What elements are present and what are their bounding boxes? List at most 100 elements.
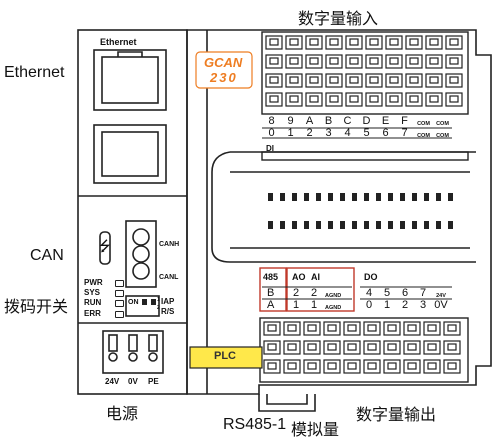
- ao-header: AO: [292, 272, 306, 282]
- di-bottom-label-9: COM: [436, 133, 449, 139]
- do-terminal-clamp: [343, 359, 361, 374]
- do-bottom-label-4: 0V: [434, 299, 448, 311]
- ethernet-label: Ethernet: [4, 64, 65, 81]
- rs485-label: RS485-1: [223, 416, 287, 433]
- err-led: ERR: [84, 309, 124, 318]
- do-terminal-clamp: [423, 359, 441, 374]
- do-terminal-slot: [427, 362, 437, 370]
- do-terminal-clamp: [303, 340, 321, 355]
- di-top-label-7: F: [401, 115, 408, 127]
- di-terminal-clamp: [325, 92, 343, 107]
- di-terminal-slot: [369, 57, 379, 65]
- do-terminal-slot: [287, 324, 297, 332]
- rs485-a: A: [267, 299, 275, 311]
- do-terminal-clamp: [263, 321, 281, 336]
- dip-on-label: ON: [128, 299, 139, 306]
- io-led-indicator: [448, 221, 453, 229]
- do-terminal-slot: [407, 343, 417, 351]
- ai-2: 2: [311, 287, 318, 299]
- di-terminal-clamp: [345, 92, 363, 107]
- model-text: 230: [210, 70, 238, 85]
- di-terminal-clamp: [325, 54, 343, 69]
- di-bottom-label-6: 6: [382, 127, 389, 139]
- di-top-label-5: D: [362, 115, 371, 127]
- di-terminal-clamp: [445, 54, 463, 69]
- ai-agnd-1: AGND: [325, 293, 342, 299]
- di-terminal-clamp: [385, 92, 403, 107]
- io-led-indicator: [436, 193, 441, 201]
- ai-header: AI: [311, 272, 320, 282]
- io-led-indicator: [292, 193, 297, 201]
- do-top-label-3: 7: [419, 287, 427, 299]
- do-terminal-clamp: [263, 340, 281, 355]
- di-terminal-slot: [269, 57, 279, 65]
- io-led-indicator: [364, 221, 369, 229]
- 24v-screw: [108, 352, 118, 362]
- can-label: CAN: [30, 247, 64, 264]
- di-terminal-slot: [329, 76, 339, 84]
- power-terminal-block: [102, 330, 164, 374]
- rs485-b: B: [267, 287, 275, 299]
- di-terminal-slot: [389, 38, 399, 46]
- di-tag: DI: [266, 144, 274, 153]
- do-terminal-slot: [267, 343, 277, 351]
- di-terminal-clamp: [285, 54, 303, 69]
- di-terminal-clamp: [425, 54, 443, 69]
- di-terminal-clamp: [285, 35, 303, 50]
- di-terminal-clamp: [385, 73, 403, 88]
- di-terminal-clamp: [425, 92, 443, 107]
- ao-2: 2: [293, 287, 300, 299]
- io-led-indicator: [268, 221, 273, 229]
- io-led-indicator: [388, 221, 393, 229]
- do-terminal-slot: [307, 362, 317, 370]
- do-terminal-clamp: [443, 359, 461, 374]
- di-terminal-clamp: [265, 92, 283, 107]
- io-led-indicator: [328, 221, 333, 229]
- do-terminal-slot: [427, 324, 437, 332]
- canl-label: CANL: [159, 274, 179, 281]
- do-terminal-clamp: [323, 359, 341, 374]
- power-label: 电源: [106, 406, 139, 423]
- di-terminal-slot: [269, 95, 279, 103]
- di-terminal-slot: [349, 38, 359, 46]
- io-led-indicator: [412, 193, 417, 201]
- di-top-label-0: 8: [268, 115, 275, 127]
- do-terminal-slot: [347, 324, 357, 332]
- do-terminal-slot: [307, 343, 317, 351]
- di-terminal-clamp: [365, 35, 383, 50]
- di-terminal-clamp: [405, 35, 423, 50]
- do-terminal-clamp: [303, 359, 321, 374]
- di-terminal-slot: [429, 95, 439, 103]
- do-terminal-clamp: [363, 340, 381, 355]
- di-bottom-label-7: 7: [401, 127, 408, 139]
- di-terminal-clamp: [445, 73, 463, 88]
- di-terminal-clamp: [285, 73, 303, 88]
- di-bottom-label-4: 4: [344, 127, 351, 139]
- di-terminal-clamp: [365, 73, 383, 88]
- do-terminal-clamp: [443, 321, 461, 336]
- di-terminal-slot: [409, 76, 419, 84]
- logo-text: GCAN: [204, 55, 243, 70]
- run-led: RUN: [84, 298, 124, 307]
- do-top-label-1: 5: [383, 287, 391, 299]
- di-terminal-slot: [309, 38, 319, 46]
- di-terminal-slot: [389, 57, 399, 65]
- di-terminal-clamp: [325, 73, 343, 88]
- do-terminal-clamp: [383, 340, 401, 355]
- rs485-header: 485: [263, 272, 279, 282]
- io-led-indicator: [304, 193, 309, 201]
- micro-usb-port: [99, 231, 111, 265]
- io-led-indicator: [340, 221, 345, 229]
- do-top-label-2: 6: [401, 287, 409, 299]
- do-terminal-clamp: [383, 321, 401, 336]
- do-top-label-4: 24V: [436, 293, 446, 299]
- do-terminal-slot: [347, 343, 357, 351]
- di-top-label-2: A: [305, 115, 314, 127]
- di-terminal-clamp: [345, 35, 363, 50]
- di-terminal-slot: [369, 95, 379, 103]
- di-terminal-slot: [309, 76, 319, 84]
- di-terminal-slot: [429, 57, 439, 65]
- analog-highlight: [286, 267, 355, 312]
- di-terminal-clamp: [385, 35, 403, 50]
